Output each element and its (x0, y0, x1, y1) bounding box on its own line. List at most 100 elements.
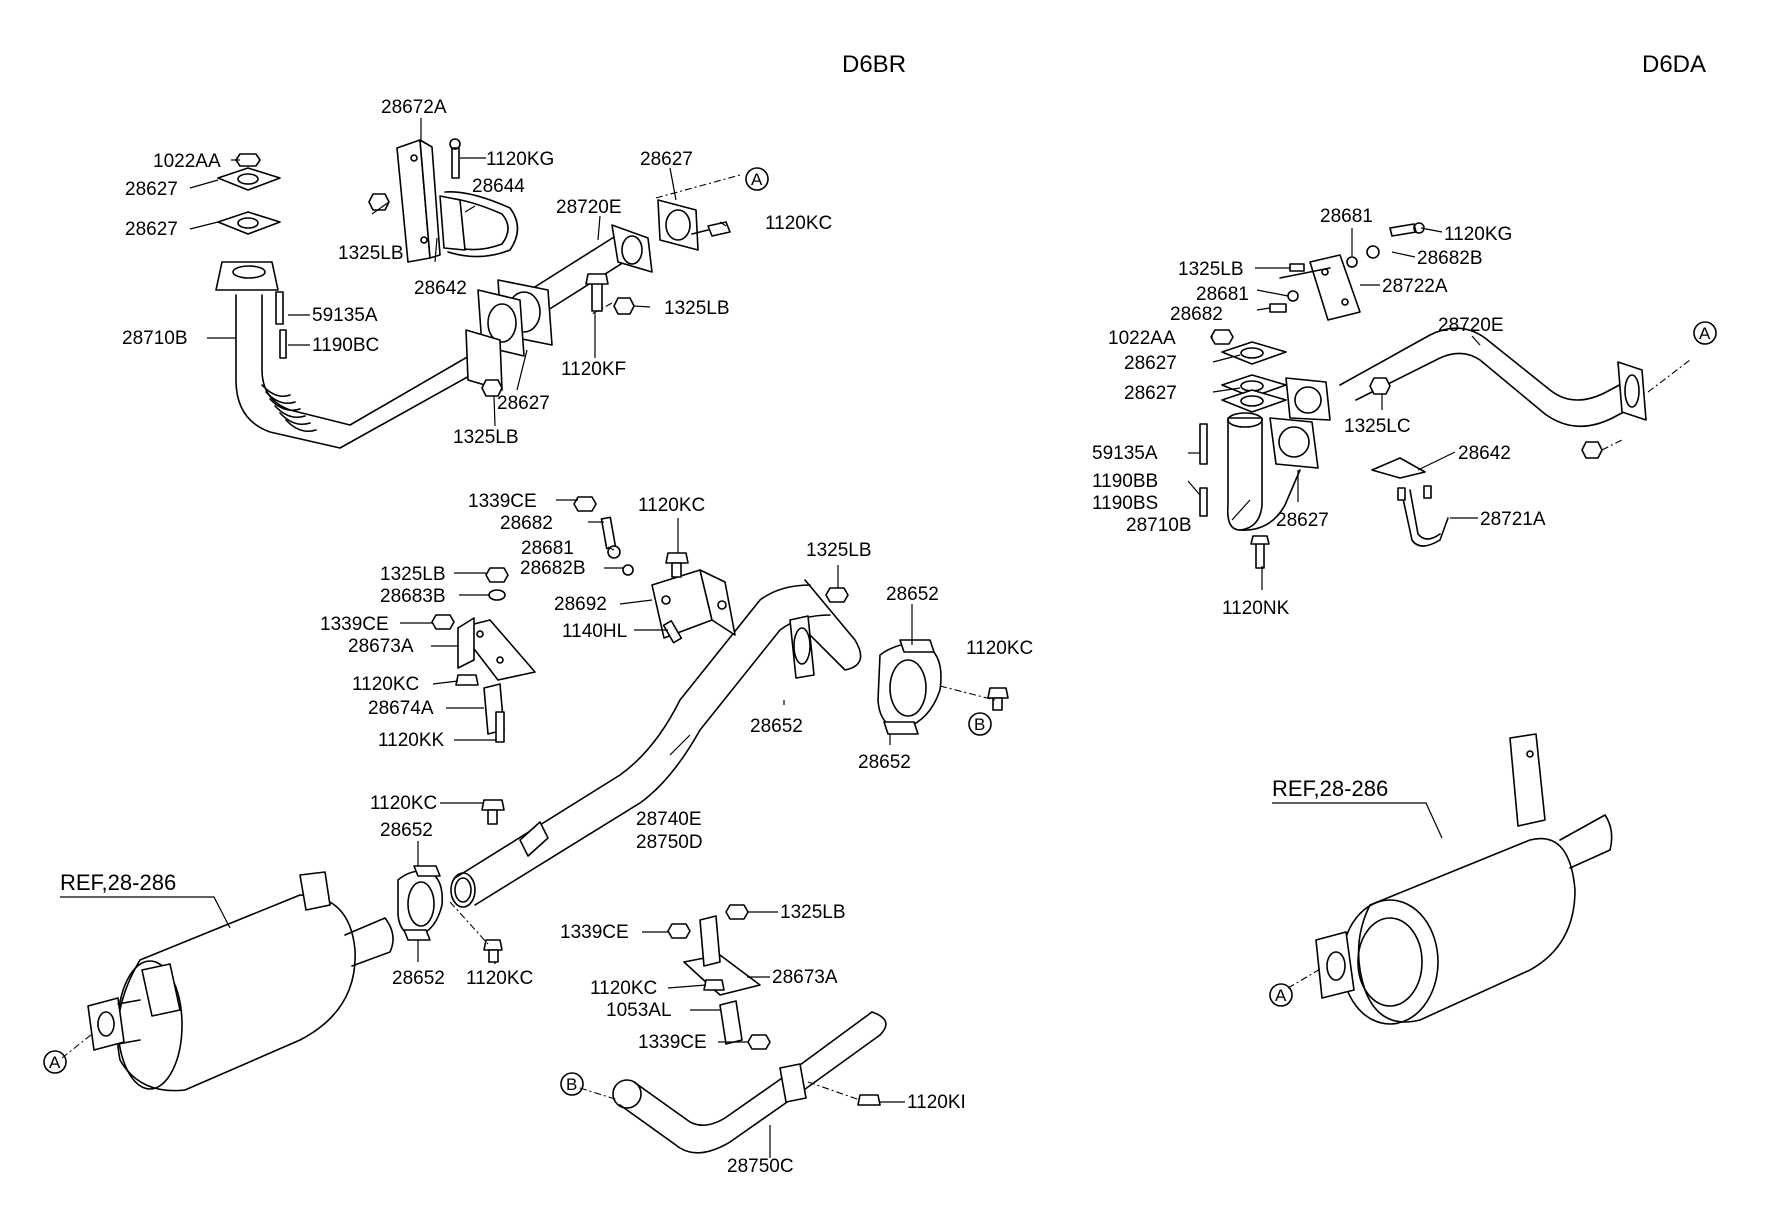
label-1190bb: 1190BB (1092, 471, 1158, 492)
bolt-1120kc-top-drawing (707, 221, 731, 237)
label-1325lb-d: 1325LB (380, 564, 446, 585)
label-1120kg-left: 1120KG (486, 149, 554, 170)
label-28681-right-a: 28681 (1320, 206, 1373, 227)
front-pipe-28710b-right-drawing (1226, 412, 1301, 531)
nut-1325lc-drawing (1369, 377, 1391, 395)
marker-b-middle-label: B (974, 715, 985, 734)
label-28722a: 28722A (1382, 276, 1448, 297)
part-labels-right: 28681 1120KG 28682B 1325LB 28722A 28681 … (1092, 206, 1546, 619)
label-1339ce-c: 1339CE (560, 922, 629, 943)
bolt-1120kc-b-drawing (455, 674, 479, 686)
bolt-1120kc-e-drawing (483, 939, 503, 951)
marker-b-lower-label: B (566, 1075, 577, 1094)
label-1140hl: 1140HL (562, 621, 627, 642)
label-1325lb-right: 1325LB (1178, 259, 1244, 280)
label-28674a: 28674A (368, 698, 434, 719)
label-1325lb-f: 1325LB (780, 902, 846, 923)
muffler-right-flange-drawing (1315, 931, 1355, 999)
marker-a-right-muffler (1269, 983, 1293, 1007)
label-28682b-left: 28682B (520, 558, 586, 579)
label-1120ki: 1120KI (907, 1092, 966, 1113)
label-28681-right-b: 28681 (1196, 284, 1249, 305)
bracket-28722a-drawing (1279, 254, 1361, 321)
stud-59135a-right-drawing (1199, 423, 1208, 465)
section-header-d6da: D6DA (1642, 51, 1706, 78)
clamp-28652-c-drawing (877, 639, 942, 735)
label-1120kf: 1120KF (561, 359, 626, 380)
nut-1325lb-f-drawing (725, 904, 749, 920)
label-28644: 28644 (472, 176, 525, 197)
label-1325lc: 1325LC (1344, 416, 1411, 437)
label-28627-a: 28627 (125, 179, 178, 200)
label-28627-right-a: 28627 (1124, 353, 1177, 374)
label-28740e: 28740E (636, 809, 702, 830)
washer-28681-right-a-drawing (1346, 256, 1358, 268)
section-header-d6br: D6BR (842, 51, 906, 78)
label-1325lb-b: 1325LB (664, 298, 730, 319)
label-28627-top: 28627 (640, 149, 693, 170)
nut-1325lb-e-drawing (825, 587, 849, 603)
leader-lines-left (189, 118, 913, 1158)
label-28652-e: 28652 (392, 968, 445, 989)
ref-label-right: REF,28-286 (1272, 776, 1388, 801)
bracket-28673a-left-drawing (457, 617, 536, 681)
label-28652-a: 28652 (886, 584, 939, 605)
marker-b-lower (560, 1072, 584, 1096)
marker-a-left-muffler-label: A (49, 1053, 61, 1072)
washer-28682b-drawing (622, 564, 634, 576)
label-1190bc: 1190BC (312, 335, 379, 356)
label-1120kc-b: 1120KC (966, 638, 1033, 659)
gasket-28627-top-drawing (657, 199, 699, 251)
pipe-28720e-right-drawing (1339, 327, 1647, 428)
label-28683b: 28683B (380, 586, 446, 607)
label-28627-right-b: 28627 (1124, 383, 1177, 404)
nut-1339ce-d-drawing (747, 1034, 771, 1050)
label-1022aa-right: 1022AA (1108, 328, 1176, 349)
label-28750d: 28750D (636, 832, 703, 853)
label-1120kc-top: 1120KC (765, 213, 832, 234)
label-59135a-right: 59135A (1092, 443, 1158, 464)
label-1022aa-left: 1022AA (153, 151, 221, 172)
marker-b-middle (968, 712, 992, 736)
washer-28683b-drawing (488, 589, 506, 601)
ubolt-28644-drawing (444, 191, 519, 258)
bolt-1120kc-c-drawing (481, 799, 505, 811)
label-28673a-lower: 28673A (772, 967, 838, 988)
nut-1339ce-a-drawing (573, 496, 597, 512)
clamp-28652-b-drawing (789, 615, 815, 679)
label-1339ce-d: 1339CE (638, 1032, 707, 1053)
label-1120kc-f: 1120KC (590, 978, 657, 999)
label-1325lb-c: 1325LB (453, 427, 519, 448)
muffler-left-flange-drawing (87, 997, 125, 1051)
bushing-28682-right-drawing (1269, 303, 1287, 313)
label-28682-left: 28682 (500, 513, 553, 534)
label-28710b-right: 28710B (1126, 515, 1192, 536)
flange-right-upper-drawing (1285, 377, 1331, 421)
ubolt-28721a-drawing (1401, 493, 1449, 547)
washer-28682b-right-drawing (1366, 245, 1380, 259)
label-1190bs: 1190BS (1092, 493, 1158, 514)
nut-1325lb-a-drawing (368, 193, 390, 211)
label-28652-c: 28652 (858, 752, 911, 773)
marker-a-top (745, 167, 769, 191)
nut-1325lb-b-drawing (613, 297, 635, 315)
bolt-1190bc-drawing (279, 329, 287, 359)
label-28642-right: 28642 (1458, 443, 1511, 464)
label-28672a: 28672A (381, 97, 447, 118)
pipe-clamp-middle-drawing (519, 821, 549, 857)
label-1120kc-c: 1120KC (352, 674, 419, 695)
muffler-left-drawing (116, 871, 394, 1092)
part-labels-left: 28672A 1022AA 1120KG 28627 28644 28627 2… (122, 97, 1033, 1177)
label-1120kc-d: 1120KC (370, 793, 437, 814)
label-1120kk: 1120KK (378, 730, 445, 751)
label-1325lb-e: 1325LB (806, 540, 872, 561)
label-28750c: 28750C (727, 1156, 794, 1177)
label-1120kc-e: 1120KC (466, 968, 533, 989)
leader-lines-right (1187, 227, 1481, 590)
nut-1325lb-c-drawing (481, 379, 503, 397)
bolt-1140hl-drawing (662, 620, 683, 644)
bracket-28692-drawing (651, 569, 736, 639)
label-1120kg-right: 1120KG (1444, 224, 1512, 245)
nut-1339ce-c-drawing (667, 923, 691, 939)
